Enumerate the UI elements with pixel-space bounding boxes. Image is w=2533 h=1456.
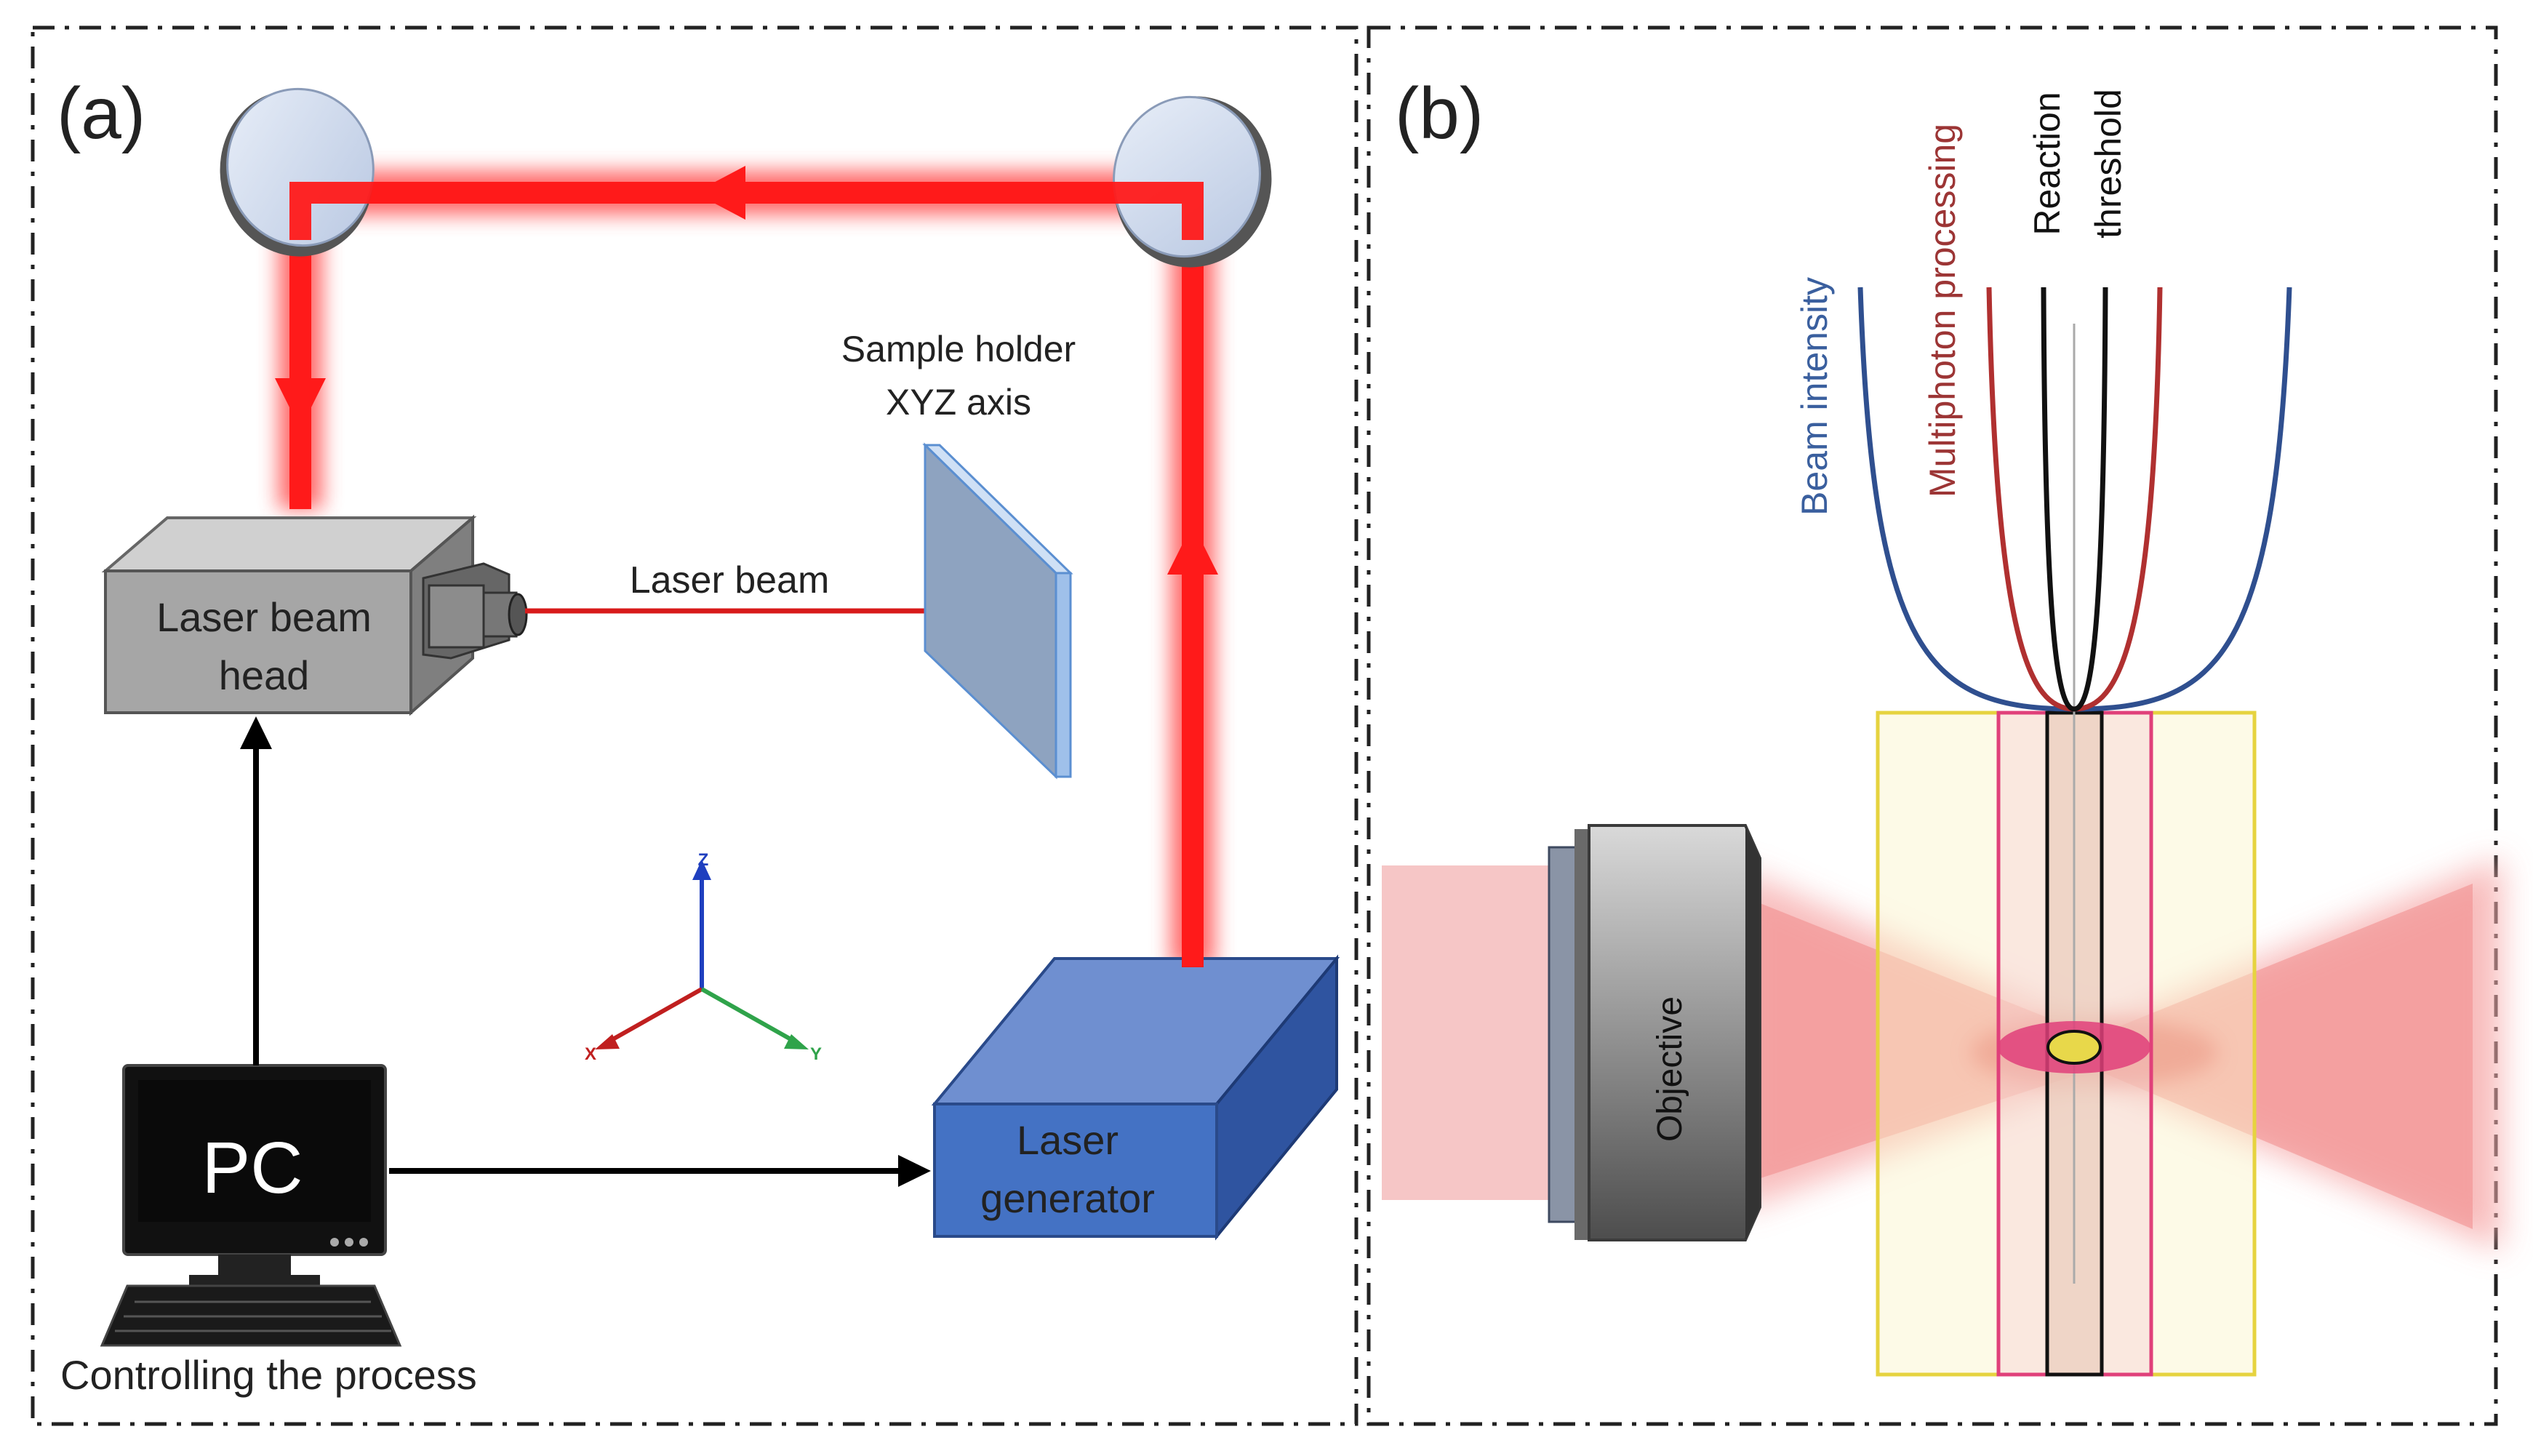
panel-a-tag: (a) [57, 73, 145, 154]
laser-beam-head [101, 514, 528, 716]
pc-label: PC [202, 1127, 303, 1209]
mirror-right [1113, 95, 1272, 268]
laser-generator-label-line2: generator [980, 1175, 1155, 1221]
mirror-left [220, 87, 375, 257]
focal-voxel-inner [2046, 1030, 2102, 1065]
objective-label: Objective [1651, 996, 1689, 1142]
axis-z-label: Z [698, 850, 709, 870]
laser-head-label-line2: head [219, 652, 310, 698]
sample-holder [922, 442, 1073, 780]
axis-y-label: Y [810, 1044, 822, 1064]
objective-lens [1548, 824, 1761, 1241]
multiphoton-label: Multiphoton processing [1922, 124, 1963, 497]
laser-beam-label: Laser beam [630, 559, 830, 601]
panel-b-tag: (b) [1395, 73, 1484, 154]
control-arrows [240, 716, 931, 1187]
sample-holder-label-line2: XYZ axis [886, 382, 1031, 423]
panel-b-frame [1366, 25, 2498, 1426]
intensity-curves [1857, 287, 2292, 712]
beam-intensity-label: Beam intensity [1794, 277, 1835, 516]
panel-a-frame [31, 25, 1358, 1426]
laser-generator [931, 954, 1340, 1241]
laser-head-label-line1: Laser beam [156, 594, 372, 640]
reaction-threshold-label-line1: Reaction [2027, 92, 2068, 235]
reaction-threshold-label-line2: threshold [2088, 89, 2129, 239]
axis-x-label: X [585, 1044, 596, 1064]
reaction-threshold-curve [2041, 287, 2108, 712]
controlling-label: Controlling the process [60, 1352, 477, 1398]
laser-generator-label-line1: Laser [1017, 1117, 1119, 1163]
xyz-axes [595, 860, 809, 1049]
beam-arrow-down [275, 378, 326, 429]
beam-arrow-up [1167, 524, 1218, 575]
sample-holder-label-line1: Sample holder [841, 329, 1076, 369]
